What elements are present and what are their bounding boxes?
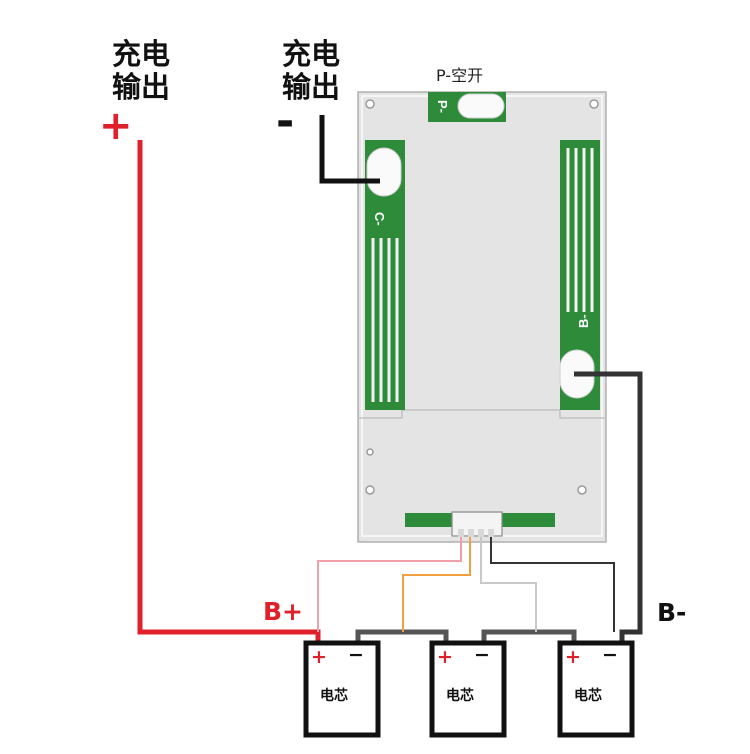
cell-3-minus: − — [602, 644, 618, 666]
sense-wire-gray — [480, 537, 537, 632]
sense-wire-pink — [317, 537, 462, 632]
b-pad-label: B- — [576, 314, 591, 328]
cell-2-name: 电芯 — [446, 688, 474, 704]
charge-output-negative-line2: 输出 — [282, 70, 341, 104]
cell-1-name: 电芯 — [320, 688, 348, 704]
sense-wire-orange — [402, 537, 471, 632]
charge-output-positive-line2: 输出 — [112, 70, 171, 104]
sense-wire-black — [490, 537, 615, 632]
charge-output-positive-line1: 充电 — [112, 37, 171, 71]
cell-1-plus: + — [311, 646, 327, 668]
negative-sign: - — [276, 96, 295, 147]
connector-pins — [458, 529, 494, 537]
cell-3-name: 电芯 — [574, 688, 602, 704]
cell-1 — [303, 640, 381, 738]
b-minus-label: B- — [657, 598, 687, 627]
cell-2 — [429, 640, 507, 738]
left-traces — [371, 238, 399, 402]
positive-sign: + — [99, 103, 133, 149]
cell-2-minus: − — [474, 644, 490, 666]
p-open-label: P-空开 — [436, 66, 484, 85]
p-pad — [457, 93, 505, 119]
charge-output-negative-line1: 充电 — [282, 37, 341, 71]
right-traces — [566, 148, 594, 312]
p-pad-label: P- — [435, 100, 450, 113]
mounting-holes — [365, 99, 599, 495]
cell-3 — [557, 640, 635, 738]
charge-output-positive-label: 充电 输出 — [112, 38, 170, 104]
negative-output-wire — [319, 115, 380, 184]
bms-board: C- B- P- — [357, 91, 607, 543]
positive-output-wire — [137, 140, 321, 660]
b-plus-label: B+ — [263, 597, 304, 626]
cell-2-plus: + — [437, 646, 453, 668]
charge-output-negative-label: 充电 输出 — [282, 38, 340, 104]
cell-3-plus: + — [565, 646, 581, 668]
board-plate-step — [358, 409, 606, 419]
c-pad-label: C- — [372, 212, 387, 226]
cell-1-minus: − — [348, 644, 364, 666]
c-pad — [366, 147, 402, 197]
